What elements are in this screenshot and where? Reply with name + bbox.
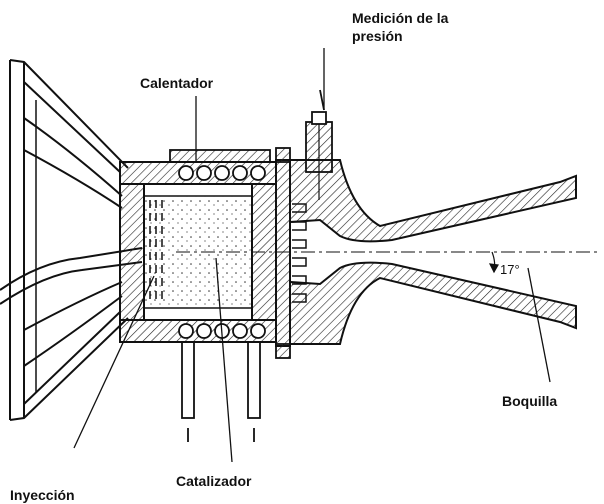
injection-tube	[0, 247, 143, 305]
mounting-flange	[9, 59, 129, 421]
leader-lines	[73, 48, 551, 463]
pressure-label-line1: Medición de la	[352, 10, 449, 26]
injection-label: Inyección	[10, 487, 75, 503]
angle-label: 17°	[500, 262, 520, 277]
catalyst-label: Catalizador	[176, 473, 252, 489]
injector-plate	[149, 200, 163, 304]
heater-terminals	[181, 341, 261, 442]
heater-label: Calentador	[140, 75, 214, 91]
chamber-flange	[275, 147, 291, 359]
pressure-label-line2: presión	[352, 28, 403, 44]
nozzle-label: Boquilla	[502, 393, 557, 409]
angle-marker	[488, 251, 499, 274]
heater-coils	[169, 149, 271, 339]
nozzle	[289, 159, 577, 345]
